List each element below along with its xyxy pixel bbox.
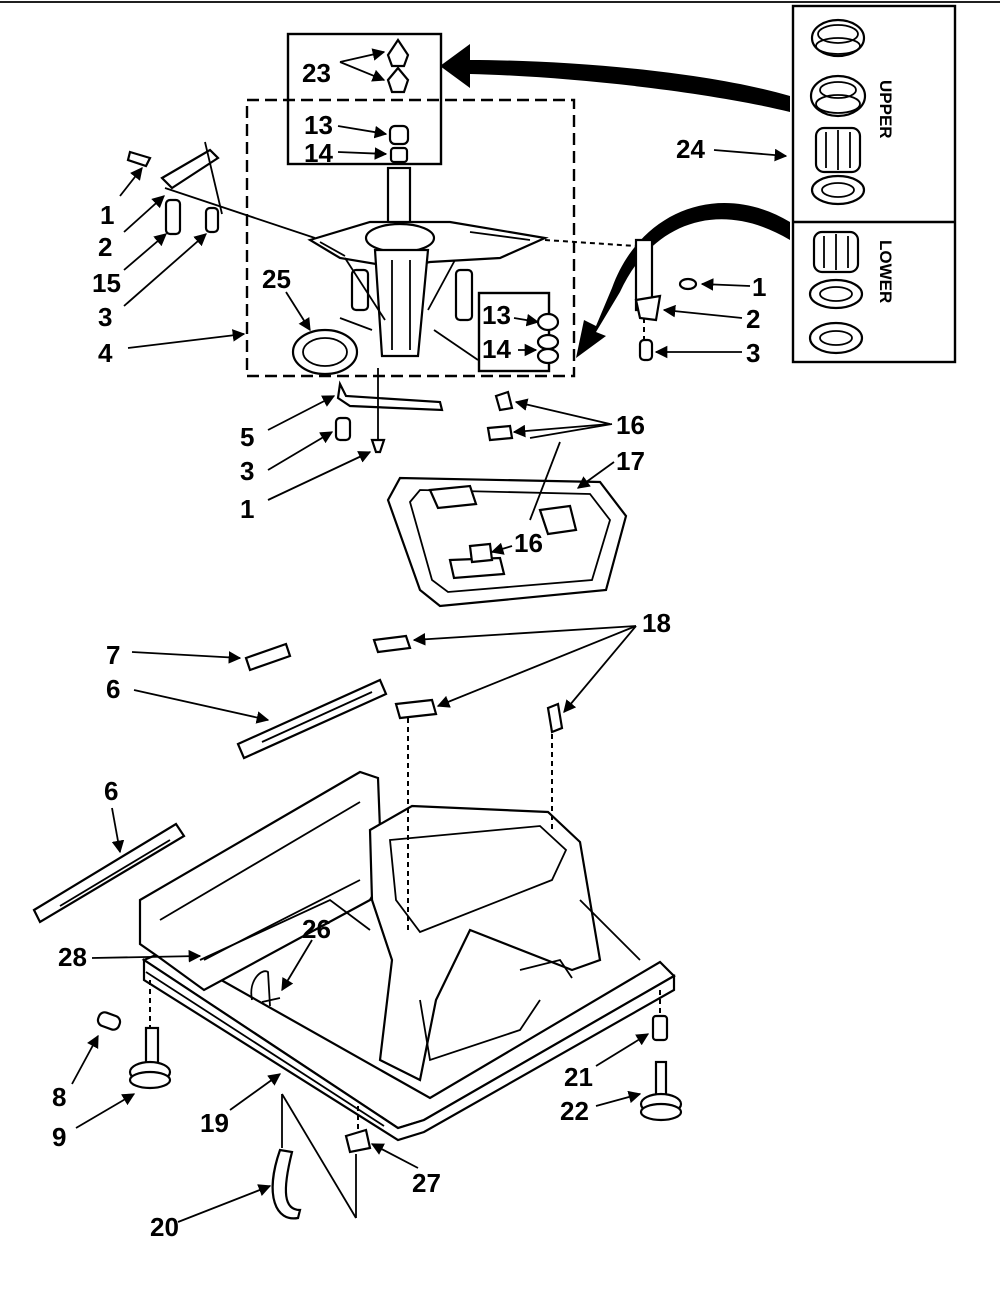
lower-kit-arrow	[576, 202, 790, 358]
callout-25: 25	[262, 264, 291, 294]
callout-17: 17	[616, 446, 645, 476]
callout-5: 5	[240, 422, 254, 452]
callout-4: 4	[98, 338, 113, 368]
callout-3-left: 3	[98, 302, 112, 332]
kit-lower-label: LOWER	[876, 240, 895, 303]
tub-seal-ring	[291, 317, 373, 376]
agitator-shaft-assembly	[307, 166, 549, 361]
callout-7: 7	[106, 640, 120, 670]
transmission-box	[245, 32, 576, 378]
lower-bearing-stack	[536, 312, 560, 365]
callout-13-lower: 13	[482, 300, 511, 330]
callout-1-center: 1	[240, 494, 254, 524]
base-frame	[138, 770, 676, 1142]
right-bracket-parts	[544, 238, 698, 362]
callout-leaders	[71, 48, 788, 1223]
upper-kit-arrow	[440, 44, 790, 112]
center-bracket-parts	[334, 368, 444, 454]
callout-22: 22	[560, 1096, 589, 1126]
callout-9: 9	[52, 1122, 66, 1152]
callout-1-right: 1	[752, 272, 766, 302]
callout-3-right: 3	[746, 338, 760, 368]
callout-18: 18	[642, 608, 671, 638]
base-spring	[250, 970, 281, 1007]
kit-upper-label: UPPER	[876, 80, 895, 139]
callout-8: 8	[52, 1082, 66, 1112]
callout-6-lower: 6	[104, 776, 118, 806]
callout-23: 23	[302, 58, 331, 88]
callout-28: 28	[58, 942, 87, 972]
callout-20: 20	[150, 1212, 179, 1242]
callout-19: 19	[200, 1108, 229, 1138]
callout-26: 26	[302, 914, 331, 944]
callout-1-left: 1	[100, 200, 114, 230]
bearing-kit-box: UPPER LOWER	[791, 4, 957, 364]
callout-2-left: 2	[98, 232, 112, 262]
callout-labels: 23 13 14 24 1 2 15 3 4 25 1 2 3 13 14 5 …	[52, 58, 766, 1242]
suspension-frame	[386, 390, 628, 608]
callout-16-lower: 16	[514, 528, 543, 558]
callout-2-right: 2	[746, 304, 760, 334]
lower-kit-parts	[808, 230, 864, 355]
callout-3-center: 3	[240, 456, 254, 486]
callout-6-upper: 6	[106, 674, 120, 704]
upper-kit-parts	[809, 18, 867, 206]
callout-24: 24	[676, 134, 705, 164]
callout-14-lower: 14	[482, 334, 511, 364]
callout-21: 21	[564, 1062, 593, 1092]
base-small-parts	[32, 634, 564, 924]
leveling-legs	[96, 980, 683, 1220]
left-bracket-parts	[126, 141, 316, 239]
callout-15: 15	[92, 268, 121, 298]
callout-14-upper: 14	[304, 138, 333, 168]
callout-13-upper: 13	[304, 110, 333, 140]
assembly-leaders	[407, 718, 553, 930]
callout-27: 27	[412, 1168, 441, 1198]
callout-16-upper: 16	[616, 410, 645, 440]
upper-bearing-stack	[386, 38, 410, 164]
